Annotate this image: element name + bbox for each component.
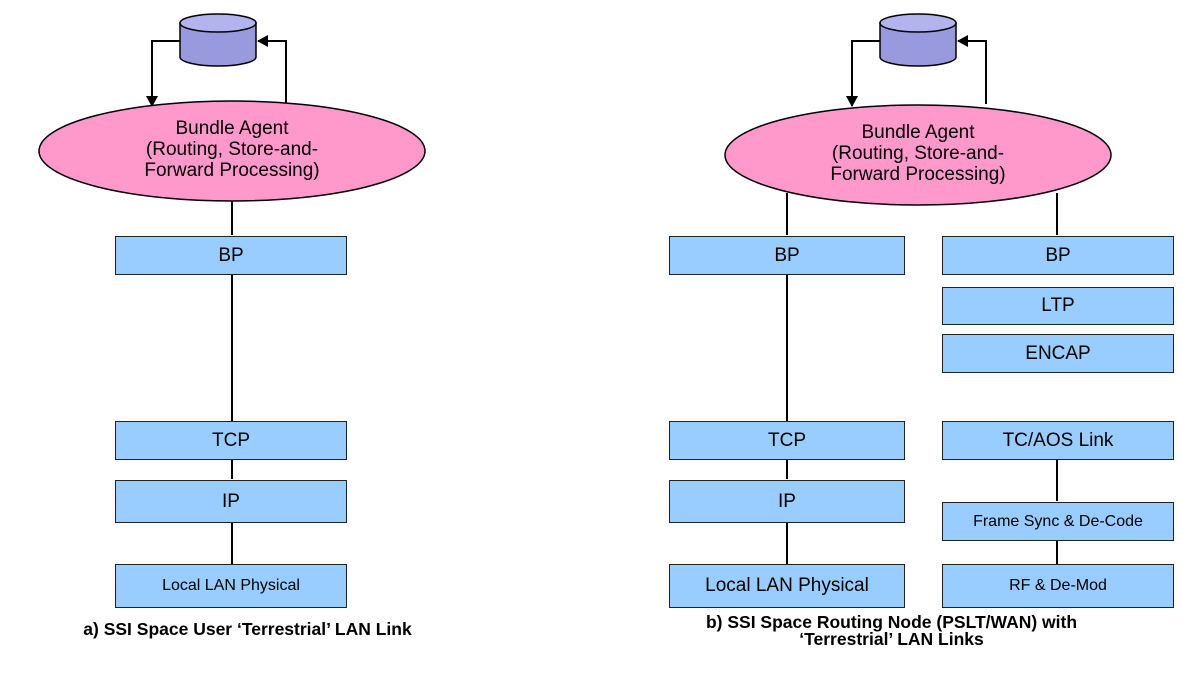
- panel-a-local-lan-physical-layer: Local LAN Physical: [115, 564, 347, 608]
- panel-b-bundle-agent-ellipse: [724, 104, 1112, 206]
- panel-b-caption-line: ‘Terrestrial’ LAN Links: [799, 629, 984, 649]
- panel-b-bundle-agent-label: Bundle Agent (Routing, Store-and- Forwar…: [778, 122, 1058, 185]
- panel-b-store-arrow: [957, 35, 987, 104]
- panel-a-storage-cylinder: [179, 13, 257, 67]
- panel-a-bundle-agent-subtitle: Forward Processing): [144, 160, 320, 181]
- panel-a-tcp-layer: TCP: [115, 421, 347, 460]
- panel-b-left-tcp-layer: TCP: [669, 421, 905, 460]
- panel-a-bundle-agent-label: Bundle Agent (Routing, Store-and- Forwar…: [92, 118, 372, 181]
- panel-b-caption-line: b) SSI Space Routing Node (PSLT/WAN) wit…: [705, 612, 1078, 632]
- panel-b-right-bp-layer: BP: [942, 236, 1174, 275]
- panel-b-right-ltp-layer: LTP: [942, 287, 1174, 325]
- panel-b-right-rf-demod-layer: RF & De-Mod: [942, 564, 1174, 608]
- panel-a-retrieve-arrow: [146, 40, 180, 107]
- panel-b-retrieve-arrow: [846, 40, 880, 107]
- panel-b-bundle-agent-title: Bundle Agent: [861, 122, 975, 143]
- panel-b-right-tc-aos-link-layer: TC/AOS Link: [942, 421, 1174, 460]
- panel-b-storage-cylinder: [879, 13, 957, 67]
- panel-a-bundle-agent-subtitle: (Routing, Store-and-: [145, 139, 319, 160]
- panel-a-bp-layer: BP: [115, 236, 347, 275]
- panel-a-caption: a) SSI Space User ‘Terrestrial’ LAN Link: [83, 619, 412, 639]
- panel-a-bundle-agent-title: Bundle Agent: [175, 118, 289, 139]
- panel-b-right-encap-layer: ENCAP: [942, 334, 1174, 373]
- panel-a-store-arrow: [257, 35, 287, 104]
- panel-b-bundle-agent-subtitle: Forward Processing): [830, 164, 1006, 185]
- panel-a-ip-layer: IP: [115, 480, 347, 523]
- panel-b-left-local-lan-physical-layer: Local LAN Physical: [669, 564, 905, 608]
- panel-b-left-bp-layer: BP: [669, 236, 905, 275]
- panel-b-bundle-agent-subtitle: (Routing, Store-and-: [831, 143, 1005, 164]
- panel-b-right-frame-sync-decode-layer: Frame Sync & De-Code: [942, 502, 1174, 541]
- panel-b-caption: b) SSI Space Routing Node (PSLT/WAN) wit…: [600, 612, 1183, 649]
- panel-b-left-ip-layer: IP: [669, 480, 905, 523]
